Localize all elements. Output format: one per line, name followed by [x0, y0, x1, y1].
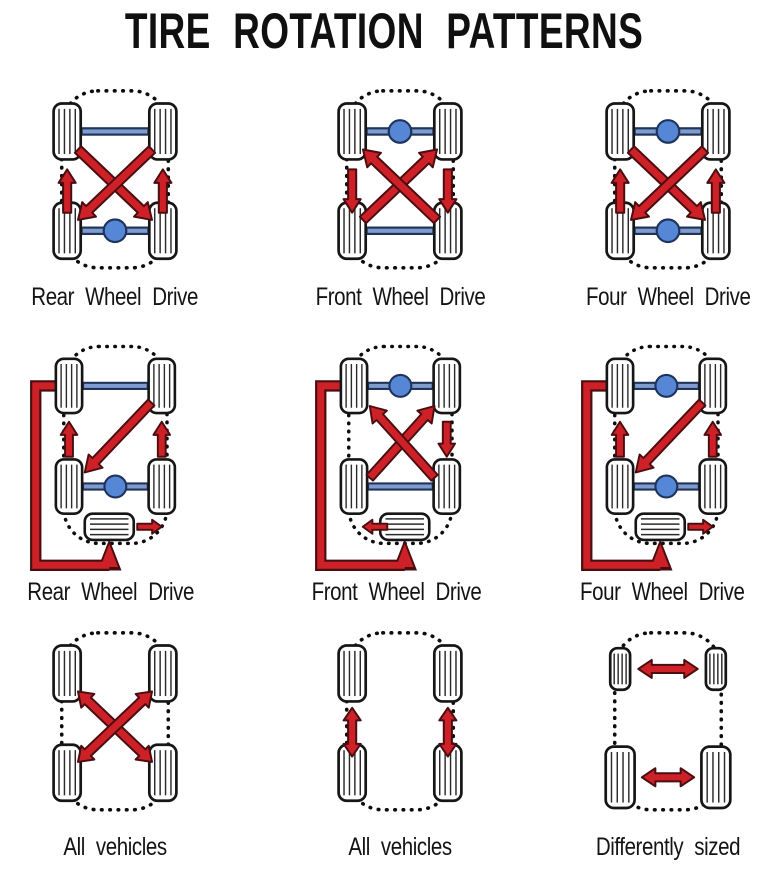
car-top-view-diagram [604, 631, 732, 812]
car-top-view-diagram [337, 89, 463, 270]
car-top-view-diagram [315, 344, 462, 571]
diagram-rear-wheel-drive-5-tire: Rear Wheel Drive [6, 336, 216, 607]
diagram-four-wheel-drive-5-tire: Four Wheel Drive [557, 336, 767, 607]
diagram-front-wheel-drive-4-tire: Front Wheel Drive [300, 80, 500, 312]
diagram-label: Four Wheel Drive [585, 283, 751, 311]
diagram-all-vehicles-cross: All vehicles [15, 622, 215, 862]
diagram-label: Differently sized [595, 833, 741, 861]
diagram-label: Rear Wheel Drive [31, 283, 199, 311]
diagram-label: Four Wheel Drive [579, 578, 745, 606]
car-top-view-diagram [52, 89, 178, 270]
diagram-differently-sized: Differently sized [568, 622, 768, 862]
diagram-front-wheel-drive-5-tire: Front Wheel Drive [291, 336, 501, 607]
car-top-view-diagram [581, 344, 728, 571]
diagram-label: Rear Wheel Drive [27, 578, 195, 606]
car-top-view-diagram [605, 89, 731, 270]
car-top-view-diagram [52, 631, 178, 812]
car-top-view-diagram [337, 631, 463, 812]
diagram-label: All vehicles [63, 833, 167, 861]
diagram-rear-wheel-drive-4-tire: Rear Wheel Drive [15, 80, 215, 312]
diagram-label: All vehicles [348, 833, 452, 861]
diagram-label: Front Wheel Drive [311, 578, 481, 606]
diagram-all-vehicles-front-to-back: All vehicles [300, 622, 500, 862]
diagram-four-wheel-drive-4-tire: Four Wheel Drive [568, 80, 768, 312]
diagram-label: Front Wheel Drive [315, 283, 485, 311]
car-top-view-diagram [30, 344, 177, 571]
page-title: TIRE ROTATION PATTERNS [124, 3, 644, 59]
